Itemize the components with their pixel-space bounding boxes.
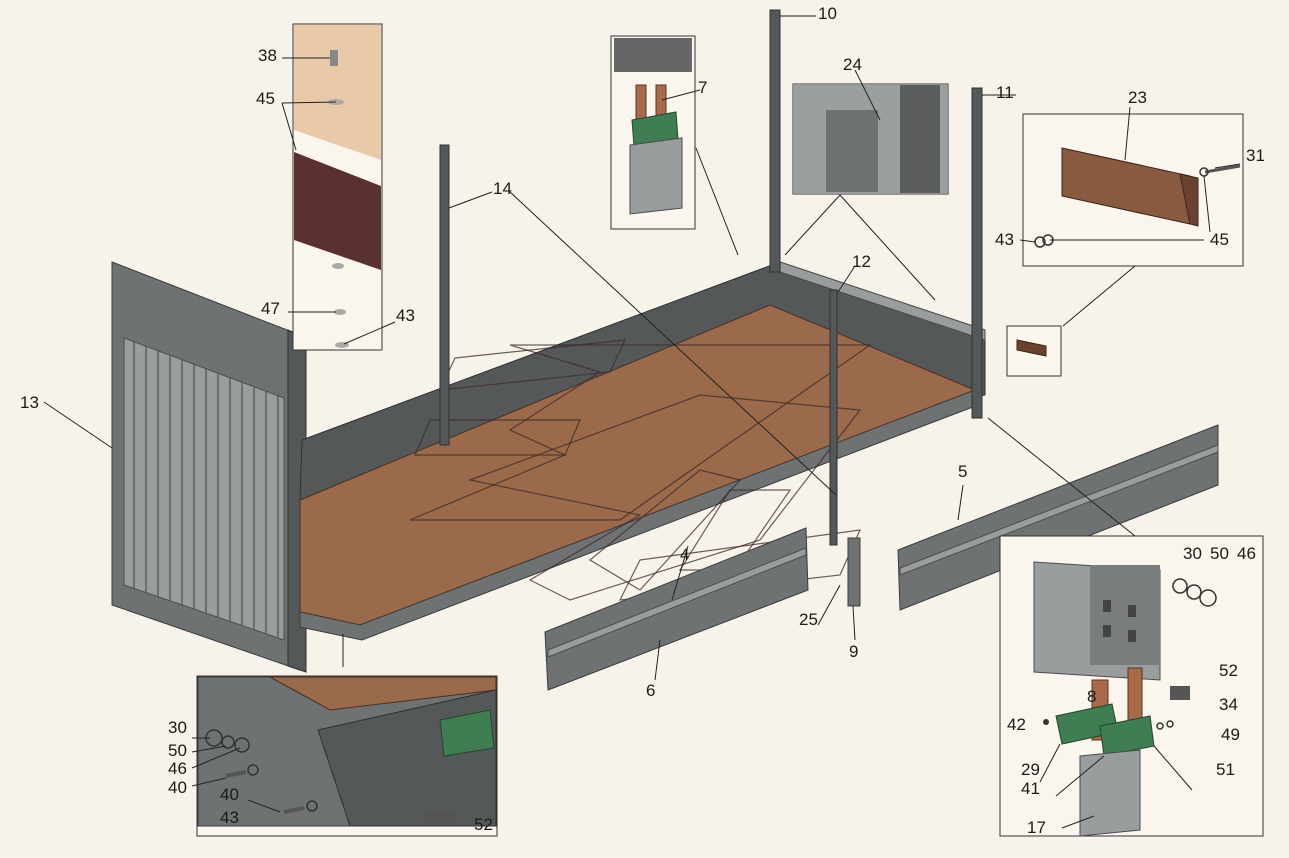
side-wall-5 (897, 424, 1219, 611)
label-51: 51 (1216, 760, 1235, 779)
inset-corner-detail-right (999, 535, 1264, 837)
label-45-top: 45 (1210, 230, 1229, 249)
label-49: 49 (1221, 725, 1240, 744)
part-labels: 10 11 7 24 23 31 43 45 38 45 14 12 47 43… (20, 4, 1265, 837)
inset-small-block (1006, 325, 1062, 377)
platform-body (299, 261, 986, 641)
inset-7 (610, 35, 696, 230)
inset-corner-detail-left (196, 675, 498, 837)
front-wall-ribs (133, 342, 279, 637)
label-24: 24 (843, 55, 862, 74)
label-30-right: 30 (1183, 544, 1202, 563)
label-43-left: 43 (396, 306, 415, 325)
label-12: 12 (852, 252, 871, 271)
label-43-top: 43 (995, 230, 1014, 249)
label-9: 9 (849, 642, 858, 661)
label-6: 6 (646, 681, 655, 700)
label-50-left: 50 (168, 741, 187, 760)
label-31: 31 (1246, 146, 1265, 165)
stake-11 (971, 87, 983, 419)
inset-38-45-47-43 (292, 23, 383, 351)
label-34: 34 (1219, 695, 1238, 714)
label-46-right: 46 (1237, 544, 1256, 563)
label-13: 13 (20, 393, 39, 412)
label-46-left: 46 (168, 759, 187, 778)
label-10: 10 (818, 4, 837, 23)
stake-14 (439, 144, 450, 446)
front-wall-13 (111, 261, 307, 673)
label-38: 38 (258, 46, 277, 65)
label-40-left-b: 40 (220, 785, 239, 804)
leader-lines (43, 15, 1241, 829)
label-41: 41 (1021, 779, 1040, 798)
label-52-right: 52 (1219, 661, 1238, 680)
label-42: 42 (1007, 715, 1026, 734)
stake-10 (769, 9, 781, 273)
label-17: 17 (1027, 818, 1046, 837)
label-11: 11 (996, 83, 1014, 102)
label-45-left: 45 (256, 89, 275, 108)
label-23: 23 (1128, 88, 1147, 107)
label-25: 25 (799, 610, 818, 629)
label-4: 4 (680, 545, 689, 564)
label-50-right: 50 (1210, 544, 1229, 563)
label-30-left: 30 (168, 718, 187, 737)
label-7: 7 (698, 78, 707, 97)
label-47: 47 (261, 299, 280, 318)
bracket-9 (847, 537, 861, 607)
label-29: 29 (1021, 760, 1040, 779)
label-52-left: 52 (474, 815, 493, 834)
label-5: 5 (958, 462, 967, 481)
inset-23-rubber-block (1022, 113, 1244, 267)
label-8: 8 (1087, 687, 1096, 706)
side-wall-6 (544, 527, 809, 691)
label-14: 14 (493, 179, 512, 198)
label-43-bottom: 43 (220, 808, 239, 827)
inset-24 (792, 83, 949, 195)
stake-12 (829, 289, 838, 546)
label-40-left-a: 40 (168, 778, 187, 797)
